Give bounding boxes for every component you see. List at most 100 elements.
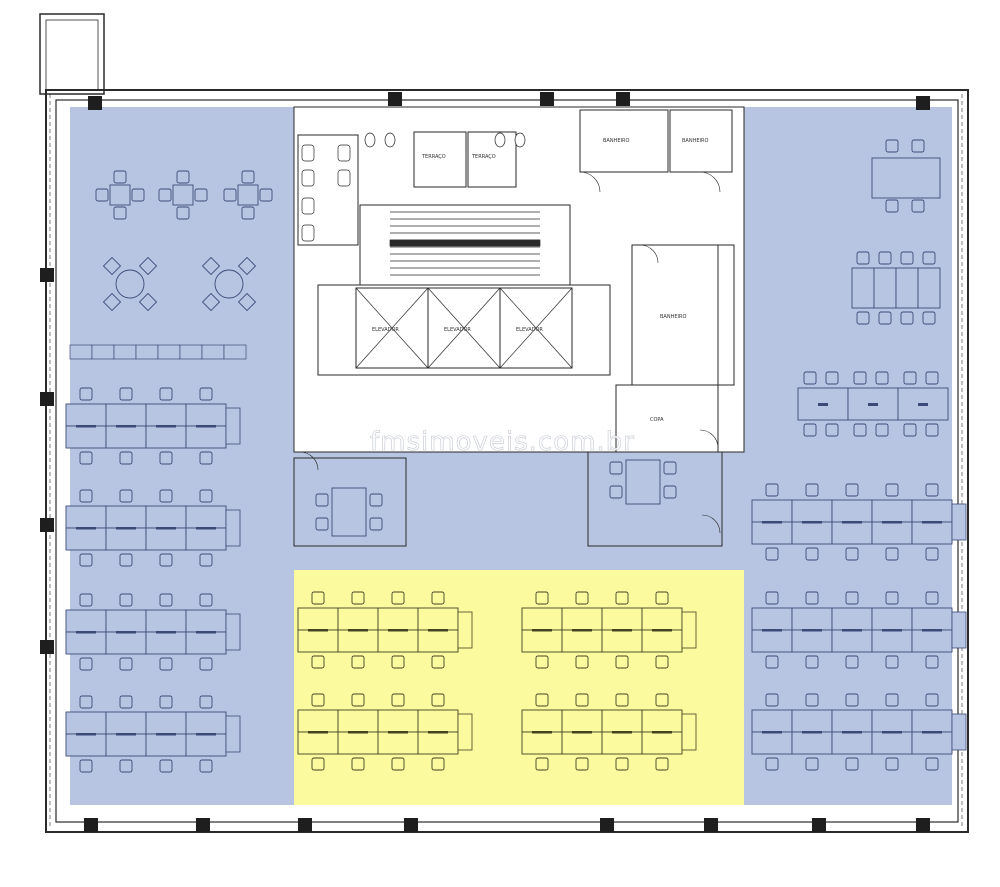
chair (102, 292, 122, 312)
desk (145, 505, 187, 529)
shaft-small (717, 244, 735, 386)
side-cabinet (225, 715, 241, 753)
chair (765, 757, 779, 771)
monitor (532, 731, 552, 734)
chair (925, 371, 939, 385)
column-13 (388, 92, 402, 106)
desk (377, 731, 419, 755)
desk (521, 607, 563, 631)
chair (885, 483, 899, 497)
monitor (612, 629, 632, 632)
outer-wall (45, 89, 969, 833)
monitor (116, 733, 136, 736)
cafe-table (172, 184, 194, 206)
column-4 (84, 818, 98, 832)
chair (351, 591, 365, 605)
toilet (301, 144, 315, 162)
chair (609, 485, 623, 499)
chair (199, 387, 213, 401)
desk (911, 709, 953, 733)
chair (199, 593, 213, 607)
column-16 (916, 96, 930, 110)
chair (351, 757, 365, 771)
monitor (196, 733, 216, 736)
desk (911, 607, 953, 631)
desk (831, 731, 873, 755)
toilet (301, 197, 315, 215)
chair (119, 657, 133, 671)
chair (885, 757, 899, 771)
side-cabinet (681, 611, 697, 649)
desk (831, 629, 873, 653)
chair (391, 655, 405, 669)
chair (885, 547, 899, 561)
desk (185, 631, 227, 655)
chair (431, 757, 445, 771)
chair (199, 451, 213, 465)
chair (575, 693, 589, 707)
monitor (762, 629, 782, 632)
column-5 (196, 818, 210, 832)
desk (417, 629, 459, 653)
sink (494, 132, 506, 148)
desk (911, 731, 953, 755)
desk (65, 527, 107, 551)
door-swing (639, 244, 659, 264)
label-elevador-3: ELEVADOR (516, 327, 543, 333)
monitor (428, 731, 448, 734)
chair (369, 493, 383, 507)
desk (831, 709, 873, 733)
desk (871, 629, 913, 653)
desk (751, 629, 793, 653)
desk (871, 709, 913, 733)
chair (911, 139, 925, 153)
chair (535, 655, 549, 669)
chair (878, 251, 892, 265)
column-12 (88, 96, 102, 110)
desk (65, 631, 107, 655)
desk (65, 403, 107, 427)
chair (805, 591, 819, 605)
sink (514, 132, 526, 148)
desk (105, 609, 147, 633)
desk (185, 403, 227, 427)
label-banheiro-1: BANHEIRO (603, 138, 629, 144)
meeting-table (871, 157, 941, 199)
chair (201, 256, 221, 276)
chair (237, 256, 257, 276)
desk (105, 733, 147, 757)
chair (311, 757, 325, 771)
chair (885, 655, 899, 669)
chair (158, 188, 172, 202)
desk (641, 607, 683, 631)
desk (65, 733, 107, 757)
chair (615, 693, 629, 707)
storage-cabinet (135, 344, 159, 360)
desk (911, 629, 953, 653)
desk (751, 731, 793, 755)
side-cabinet (681, 713, 697, 751)
storage-cabinet (223, 344, 247, 360)
desk (297, 607, 339, 631)
desk (105, 711, 147, 735)
label-elevador-1: ELEVADOR (372, 327, 399, 333)
label-banheiro-3: BANHEIRO (660, 314, 686, 320)
chair (351, 655, 365, 669)
column-3 (40, 640, 54, 654)
desk (831, 607, 873, 631)
chair (199, 657, 213, 671)
column-7 (404, 818, 418, 832)
stair-treads (389, 211, 541, 276)
desk (337, 709, 379, 733)
desk (145, 733, 187, 757)
side-cabinet (457, 713, 473, 751)
desk (185, 527, 227, 551)
desk (145, 711, 187, 735)
monitor (572, 731, 592, 734)
desk (791, 521, 833, 545)
chair (391, 757, 405, 771)
monitor (156, 527, 176, 530)
monitor (842, 521, 862, 524)
restroom-block-left (297, 134, 359, 246)
column-1 (40, 392, 54, 406)
